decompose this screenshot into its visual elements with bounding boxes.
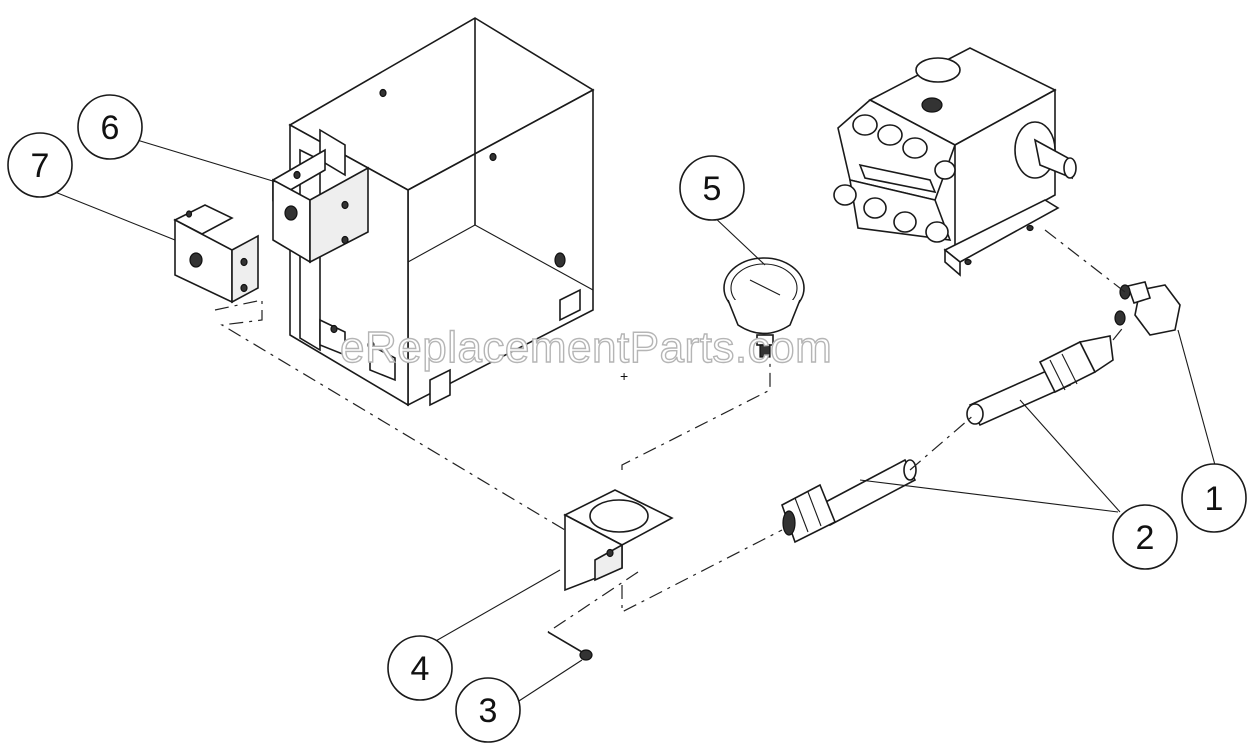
center-mark: + (620, 368, 628, 384)
hose-assembly-icon (781, 335, 1114, 544)
callout-4: 4 (387, 635, 453, 701)
watermark-text: eReplacementParts.com (340, 323, 832, 372)
callout-1-label: 1 (1205, 480, 1224, 518)
callout-7-label: 7 (31, 147, 50, 185)
screw-icon (547, 631, 593, 661)
elbow-fitting-icon (1114, 281, 1181, 336)
callout-6: 6 (77, 94, 143, 160)
gauge-bracket-icon (563, 489, 674, 592)
callout-5: 5 (679, 155, 745, 221)
leader-lines (54, 139, 1216, 711)
callout-5-label: 5 (703, 170, 722, 208)
small-bracket-icon (173, 204, 259, 304)
callout-7: 7 (7, 132, 73, 198)
assembly-lines (214, 229, 1126, 633)
callout-3: 3 (455, 677, 521, 743)
callout-3-label: 3 (479, 692, 498, 730)
pump-icon (833, 47, 1077, 277)
callout-2-label: 2 (1136, 519, 1155, 557)
callout-1: 1 (1181, 463, 1247, 533)
callout-2: 2 (1112, 504, 1178, 570)
callout-4-label: 4 (411, 650, 430, 688)
callout-6-label: 6 (101, 109, 120, 147)
mounting-bracket-icon (272, 148, 369, 264)
pressure-gauge-icon (723, 257, 805, 358)
